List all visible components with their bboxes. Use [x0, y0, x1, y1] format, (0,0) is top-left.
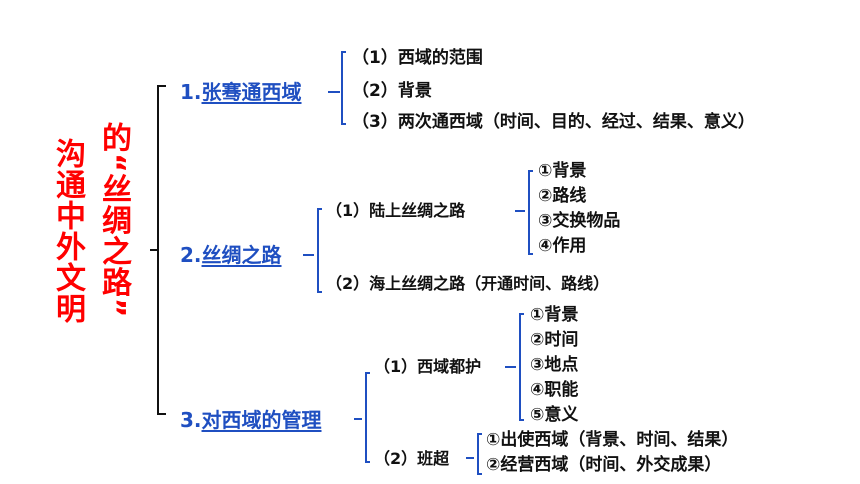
- title-left-column: 沟通中外文明: [50, 138, 85, 324]
- section-3-number: 3.: [180, 408, 202, 432]
- section-2-sub-1-item-1: ①背景: [538, 161, 587, 181]
- section-1-link[interactable]: 张骞通西域: [201, 80, 302, 104]
- section-3-sub-2-item-1: ①出使西域（背景、时间、结果）: [486, 430, 739, 450]
- section-3-sub-1: （1）西域都护: [374, 357, 482, 376]
- sec3-bracket: [365, 372, 370, 463]
- section-2-sub-2: （2）海上丝绸之路（开通时间、路线）: [326, 274, 610, 293]
- section-1-item-1: （1）西域的范围: [352, 48, 483, 68]
- section-3-link[interactable]: 对西域的管理: [201, 408, 322, 432]
- section-2-link[interactable]: 丝绸之路: [201, 243, 282, 267]
- section-3-heading: 3.对西域的管理: [180, 410, 322, 430]
- sub31-bracket: [519, 313, 524, 421]
- section-3-sub-2-item-2: ②经营西域（时间、外交成果）: [486, 455, 722, 475]
- sec2-bracket: [317, 208, 322, 293]
- section-3-sub-1-item-2: ②时间: [530, 330, 579, 350]
- section-2-sub-1-item-4: ④作用: [538, 236, 587, 256]
- section-3-sub-1-item-1: ①背景: [530, 305, 579, 325]
- sub21-bracket: [528, 170, 533, 255]
- section-1-item-3: （3）两次通西域（时间、目的、经过、结果、意义）: [352, 112, 755, 132]
- section-3-sub-1-item-4: ④职能: [530, 380, 579, 400]
- section-2-number: 2.: [180, 243, 202, 267]
- section-2-sub-1-item-2: ②路线: [538, 186, 587, 206]
- section-2-heading: 2.丝绸之路: [180, 245, 282, 265]
- section-2-sub-1: （1）陆上丝绸之路: [326, 201, 466, 220]
- section-3-sub-2: （2）班超: [374, 449, 450, 468]
- section-3-sub-1-item-5: ⑤意义: [530, 405, 579, 425]
- section-1-number: 1.: [180, 80, 202, 104]
- section-1-item-2: （2）背景: [352, 81, 432, 101]
- sub32-bracket: [477, 433, 482, 475]
- section-1-heading: 1.张骞通西域: [180, 82, 302, 102]
- title-right-column: 的“丝绸之路”: [96, 122, 131, 319]
- section-3-sub-1-item-3: ③地点: [530, 355, 579, 375]
- sec1-bracket: [341, 51, 346, 125]
- main-bracket: [157, 85, 166, 415]
- section-2-sub-1-item-3: ③交换物品: [538, 211, 621, 231]
